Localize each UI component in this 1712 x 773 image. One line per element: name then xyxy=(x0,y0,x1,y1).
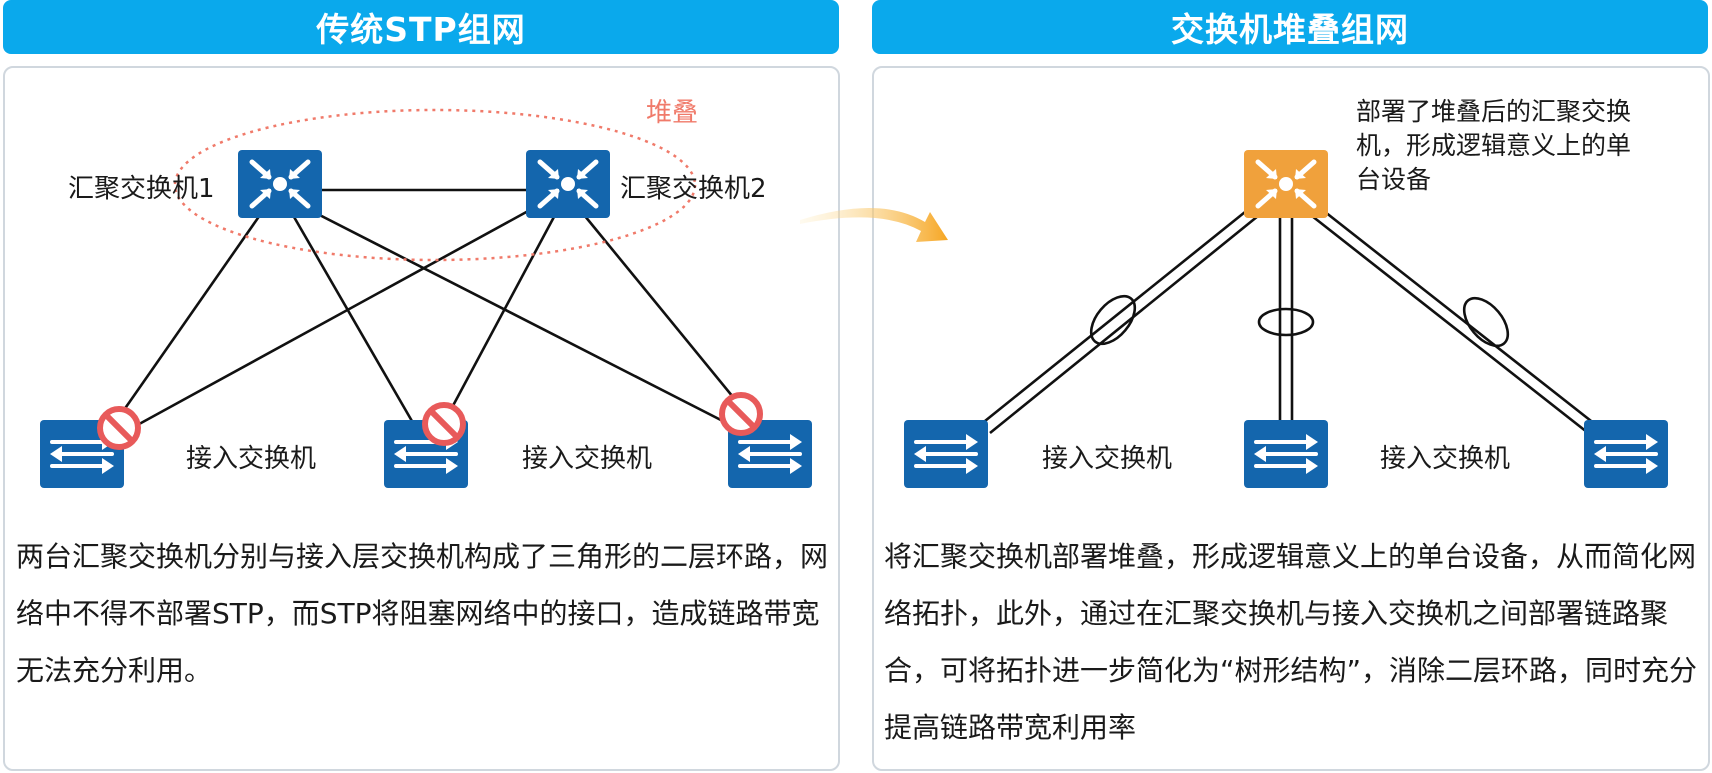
agg-switch-1-label: 汇聚交换机1 xyxy=(68,174,215,204)
link-aggregation-icons xyxy=(1089,294,1510,348)
right-access-label-2: 接入交换机 xyxy=(1380,444,1511,474)
right-links xyxy=(979,206,1601,438)
left-description: 两台汇聚交换机分别与接入层交换机构成了三角形的二层环路，网络中不得不部署STP，… xyxy=(16,540,829,687)
left-panel-title: 传统STP组网 xyxy=(3,0,839,54)
stacked-agg-switch-icon xyxy=(1244,150,1328,218)
blocked-port-1-icon xyxy=(97,406,141,450)
right-access-switch-3-icon xyxy=(1584,420,1668,488)
blocked-port-2-icon xyxy=(422,402,466,446)
agg-switch-2-icon xyxy=(526,150,610,218)
blocked-port-3-icon xyxy=(719,392,763,436)
left-access-label-2: 接入交换机 xyxy=(522,444,653,474)
left-panel xyxy=(3,66,840,771)
agg-switch-2-label: 汇聚交换机2 xyxy=(620,174,767,204)
right-description: 将汇聚交换机部署堆叠，形成逻辑意义上的单台设备，从而简化网络拓扑，此外，通过在汇… xyxy=(884,540,1698,744)
right-access-switch-2-icon xyxy=(1244,420,1328,488)
agg-switch-1-icon xyxy=(238,150,322,218)
left-links xyxy=(108,188,762,442)
left-access-label-1: 接入交换机 xyxy=(186,444,317,474)
left-access-switch-3-icon xyxy=(728,420,812,488)
right-access-switch-1-icon xyxy=(904,420,988,488)
stack-note: 部署了堆叠后的汇聚交换机，形成逻辑意义上的单台设备 xyxy=(1356,97,1632,194)
right-access-label-1: 接入交换机 xyxy=(1042,444,1173,474)
stack-label: 堆叠 xyxy=(646,98,699,128)
curved-arrow-icon xyxy=(800,207,948,242)
stack-ring xyxy=(173,108,697,262)
right-panel-title: 交换机堆叠组网 xyxy=(872,0,1708,54)
